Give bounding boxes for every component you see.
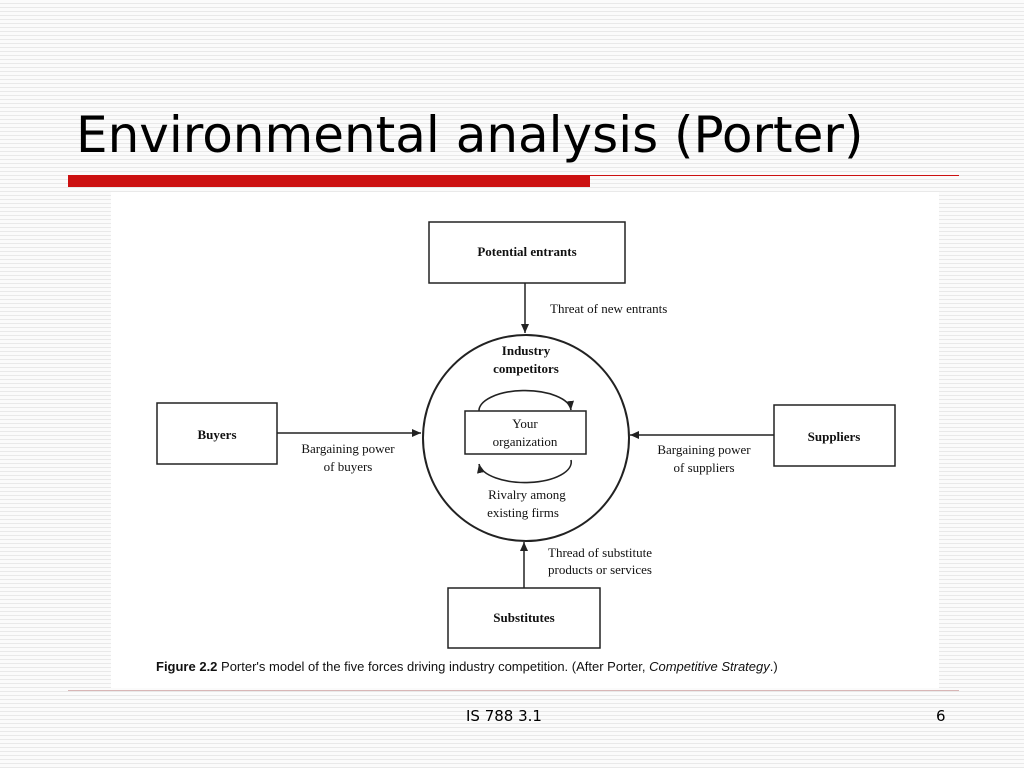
rivalry-line2: existing firms bbox=[487, 505, 559, 520]
title-accent-bar bbox=[68, 175, 590, 187]
buyers-label: Buyers bbox=[198, 427, 237, 442]
buyers-force-line1: Bargaining power bbox=[301, 441, 395, 456]
figure-caption: Figure 2.2 Porter's model of the five fo… bbox=[156, 659, 778, 674]
figure-caption-label: Figure 2.2 bbox=[156, 659, 217, 674]
substitutes-force-line2: products or services bbox=[548, 562, 652, 577]
industry-circle bbox=[422, 334, 630, 542]
figure-caption-text: Porter's model of the five forces drivin… bbox=[217, 659, 649, 674]
industry-heading-line1: Industry bbox=[502, 343, 551, 358]
industry-heading-line2: competitors bbox=[493, 361, 559, 376]
suppliers-force-line1: Bargaining power bbox=[657, 442, 751, 457]
your-organization-line2: organization bbox=[493, 434, 558, 449]
figure-caption-end: .) bbox=[770, 659, 778, 674]
figure-panel: Potential entrants Buyers Suppliers Subs… bbox=[111, 192, 939, 688]
suppliers-force-line2: of suppliers bbox=[673, 460, 734, 475]
porter-diagram: Potential entrants Buyers Suppliers Subs… bbox=[156, 221, 896, 674]
new-entrants-force-label: Threat of new entrants bbox=[550, 301, 667, 316]
potential-entrants-box bbox=[428, 221, 626, 284]
buyers-force-line2: of buyers bbox=[324, 459, 373, 474]
suppliers-label: Suppliers bbox=[808, 429, 861, 444]
your-organization-box bbox=[464, 410, 587, 455]
figure-caption-source: Competitive Strategy bbox=[649, 659, 771, 674]
rivalry-arc-bottom bbox=[477, 459, 573, 484]
footer-rule bbox=[68, 690, 959, 691]
slide-title: Environmental analysis (Porter) bbox=[76, 106, 864, 164]
rivalry-arc-top bbox=[478, 389, 574, 413]
title-accent-rule bbox=[590, 175, 959, 176]
rivalry-line1: Rivalry among bbox=[488, 487, 566, 502]
substitutes-label: Substitutes bbox=[493, 610, 554, 625]
potential-entrants-label: Potential entrants bbox=[477, 244, 576, 259]
your-organization-line1: Your bbox=[512, 416, 538, 431]
page-number: 6 bbox=[936, 707, 946, 725]
substitutes-box bbox=[447, 587, 601, 649]
substitutes-force-line1: Thread of substitute bbox=[548, 545, 652, 560]
footer-course: IS 788 3.1 bbox=[466, 707, 542, 725]
